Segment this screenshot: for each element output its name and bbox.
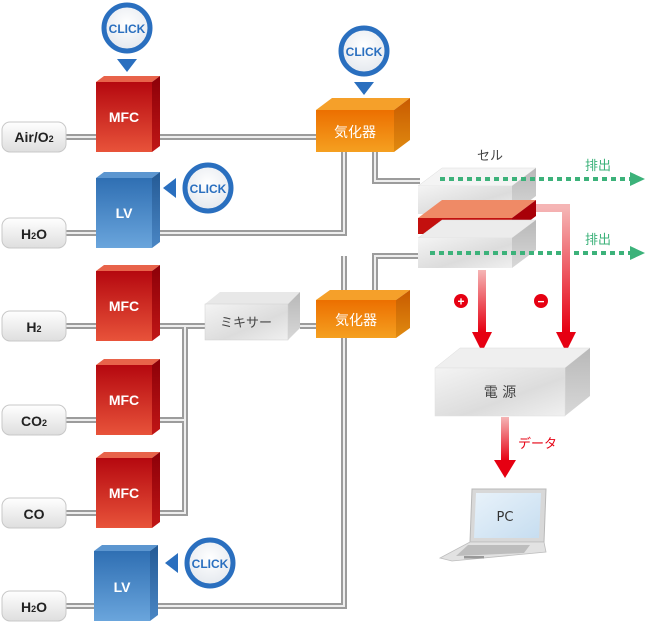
- svg-text:PC: PC: [497, 510, 514, 525]
- svg-text:MFC: MFC: [109, 392, 139, 408]
- svg-text:MFC: MFC: [109, 298, 139, 314]
- svg-text:CLICK: CLICK: [190, 182, 227, 196]
- svg-text:CO: CO: [24, 506, 45, 522]
- data-arrow: データ: [494, 417, 557, 478]
- svg-text:MFC: MFC: [109, 109, 139, 125]
- mfc-h2[interactable]: MFC: [96, 265, 160, 341]
- minus-arrow: −: [534, 204, 576, 352]
- svg-text:電 源: 電 源: [484, 385, 516, 401]
- source-label: Air/O: [14, 129, 48, 145]
- vaporizer-bottom[interactable]: 気化器: [316, 290, 410, 338]
- power-supply[interactable]: 電 源: [434, 347, 591, 417]
- click-badge-vaporizer-top[interactable]: CLICK: [338, 25, 390, 95]
- mfc-co2[interactable]: MFC: [96, 359, 160, 435]
- svg-text:MFC: MFC: [109, 485, 139, 501]
- click-badge-lv-top[interactable]: CLICK: [163, 162, 234, 214]
- lv-top[interactable]: LV: [96, 172, 160, 248]
- vaporizer-top[interactable]: 気化器: [316, 98, 410, 152]
- plus-sign: +: [457, 295, 464, 309]
- plus-arrow: +: [454, 270, 492, 352]
- source-co: CO: [1, 497, 67, 529]
- svg-text:H2O: H2O: [21, 599, 47, 615]
- click-badge-lv-bottom[interactable]: CLICK: [165, 537, 236, 589]
- mfc-air[interactable]: MFC: [96, 76, 160, 152]
- svg-text:H2O: H2O: [21, 226, 47, 242]
- exhaust-top-label: 排出: [585, 159, 611, 174]
- source-h2o-bottom: H2O: [1, 590, 67, 622]
- svg-text:Air/O2: Air/O2: [14, 129, 53, 145]
- minus-sign: −: [537, 295, 544, 309]
- svg-text:気化器: 気化器: [335, 313, 377, 329]
- lv-bottom[interactable]: LV: [94, 545, 158, 621]
- cell[interactable]: セル: [417, 149, 537, 268]
- svg-text:気化器: 気化器: [334, 125, 376, 141]
- svg-text:H2: H2: [26, 319, 41, 335]
- exhaust-bottom-label: 排出: [585, 233, 611, 248]
- mixer[interactable]: ミキサー: [204, 292, 300, 341]
- click-badge-mfc-air[interactable]: CLICK: [101, 2, 153, 72]
- source-h2: H2: [1, 310, 67, 342]
- source-co2: CO2: [1, 404, 67, 436]
- svg-text:CLICK: CLICK: [109, 22, 146, 36]
- svg-text:CLICK: CLICK: [346, 45, 383, 59]
- cell-label: セル: [477, 149, 503, 164]
- exhaust-top: 排出: [440, 159, 645, 186]
- svg-text:LV: LV: [116, 205, 134, 221]
- svg-text:ミキサー: ミキサー: [220, 316, 272, 331]
- data-label: データ: [518, 436, 557, 452]
- exhaust-bottom: 排出: [430, 233, 645, 260]
- svg-text:LV: LV: [114, 579, 132, 595]
- pc-laptop[interactable]: PC: [438, 488, 547, 562]
- mfc-co[interactable]: MFC: [96, 452, 160, 528]
- source-air-o2: Air/O2: [1, 121, 67, 153]
- svg-text:CO2: CO2: [21, 413, 47, 429]
- svg-text:CLICK: CLICK: [192, 557, 229, 571]
- pipes: [66, 134, 420, 609]
- source-h2o-top: H2O: [1, 217, 67, 249]
